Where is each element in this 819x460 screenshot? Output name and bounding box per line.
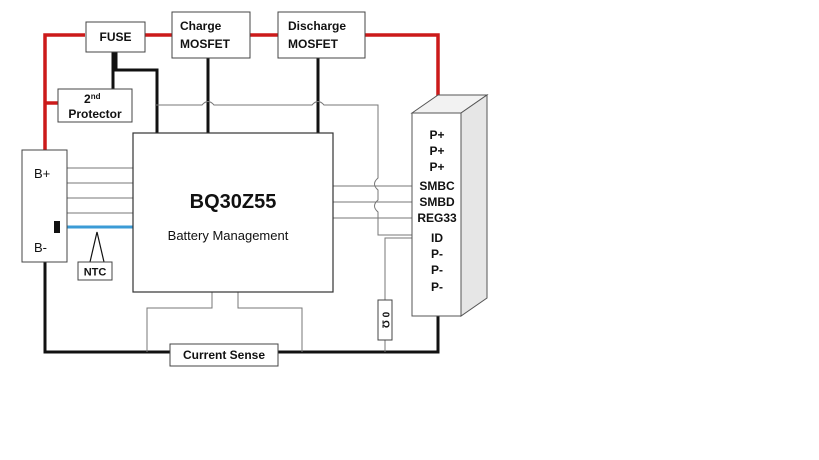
resistor-label: 0 Ω	[379, 312, 390, 328]
discharge-mosfet-label-line2: MOSFET	[288, 37, 339, 51]
connector-pin-8: P-	[431, 263, 443, 277]
battery-plus-label: B+	[34, 166, 50, 181]
second-protector-box: 2nd Protector	[57, 88, 133, 123]
connector-pin-1: P+	[429, 144, 444, 158]
negative-power-wire	[43, 52, 440, 354]
charge-mosfet-label-line1: Charge	[180, 19, 222, 33]
discharge-mosfet-box: Discharge MOSFET	[277, 11, 366, 59]
id-resistor: 0 Ω	[377, 299, 393, 341]
bq30z55-chip: BQ30Z55 Battery Management	[132, 132, 334, 293]
connector-pin-3: SMBC	[419, 179, 455, 193]
connector-pin-5: REG33	[417, 211, 457, 225]
fuse-label: FUSE	[99, 30, 131, 44]
second-protector-label-line1: 2nd	[84, 92, 101, 106]
connector-pin-9: P-	[431, 280, 443, 294]
connector-pin-2: P+	[429, 160, 444, 174]
charge-mosfet-label-line2: MOSFET	[180, 37, 231, 51]
connector-pin-6: ID	[431, 231, 443, 245]
battery-minus-label: B-	[34, 240, 47, 255]
chip-description: Battery Management	[168, 228, 289, 243]
ntc-terminal	[54, 221, 60, 233]
second-protector-label-line2: Protector	[68, 107, 122, 121]
current-sense-label: Current Sense	[183, 348, 265, 362]
charge-mosfet-box: Charge MOSFET	[171, 11, 251, 59]
current-sense-box: Current Sense	[169, 343, 279, 367]
positive-power-wire	[43, 33, 440, 150]
connector-pin-7: P-	[431, 247, 443, 261]
battery-pack: B+ B-	[21, 149, 68, 263]
chip-name: BQ30Z55	[190, 191, 277, 213]
connector-pin-0: P+	[429, 128, 444, 142]
connector-pin-4: SMBD	[419, 195, 455, 209]
ntc-label: NTC	[84, 267, 107, 279]
discharge-mosfet-label-line1: Discharge	[288, 19, 346, 33]
ntc-lead	[89, 231, 105, 263]
ntc-box: NTC	[77, 261, 113, 281]
fuse-box: FUSE	[85, 21, 146, 53]
signal-wires	[67, 101, 412, 352]
